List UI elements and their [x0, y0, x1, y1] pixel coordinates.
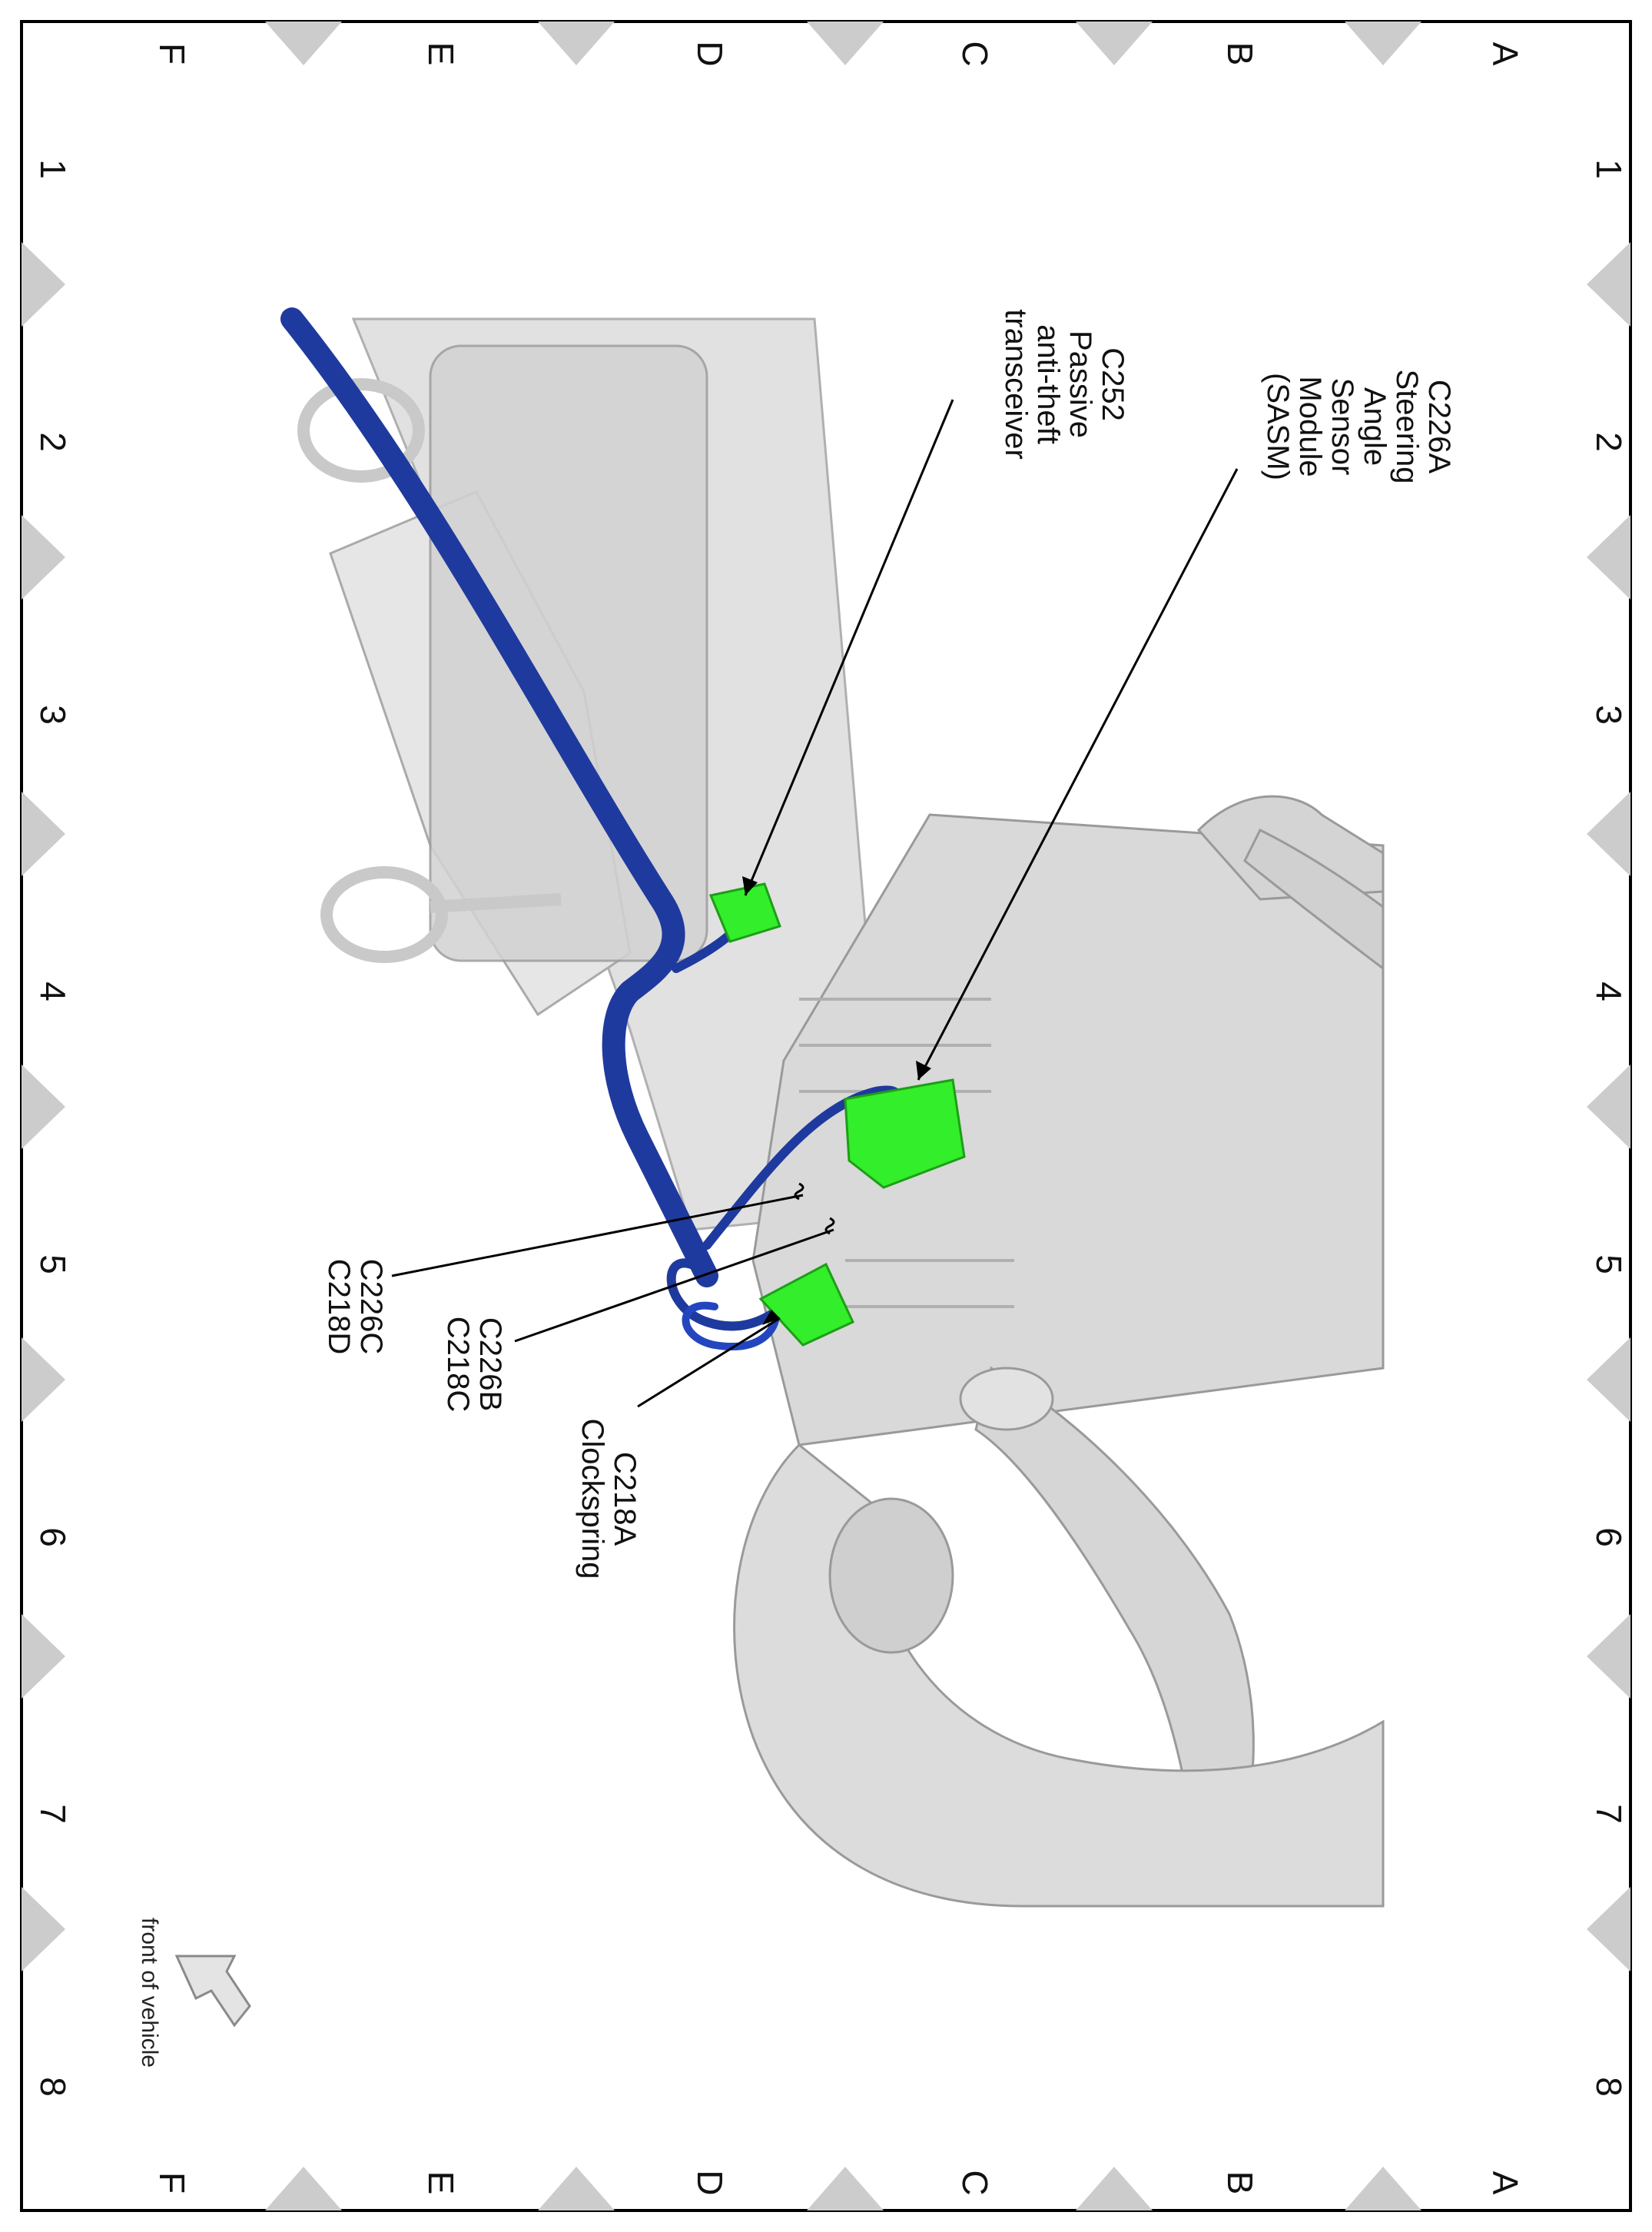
release-lever-ring — [320, 866, 448, 963]
zone-number: 6 — [33, 1527, 73, 1547]
zone-letter: D — [690, 41, 730, 66]
zone-letter: B — [1220, 2171, 1260, 2195]
steering-wheel-hub — [828, 1497, 954, 1654]
connector-c226a — [844, 1078, 966, 1189]
callout-line: anti-theft — [1031, 324, 1065, 444]
callout-c226a: C226A Steering Angle Sensor Module (SASM… — [1261, 370, 1456, 484]
callout-line: transceiver — [999, 309, 1033, 460]
callout-c218a: C218A Clockspring — [576, 1419, 642, 1579]
callout-c226b: C226B C218C — [441, 1317, 507, 1413]
zone-letter: B — [1220, 42, 1260, 66]
tilt-lever-ring — [297, 378, 425, 483]
connector-c218a — [758, 1262, 854, 1347]
zone-number: 7 — [33, 1804, 73, 1824]
callout-line: C226B — [473, 1317, 507, 1411]
zone-number: 8 — [1589, 2077, 1629, 2097]
callout-line: Steering — [1390, 370, 1424, 484]
zone-number: 3 — [33, 705, 73, 725]
zone-letter: E — [421, 2171, 461, 2195]
zone-number: 5 — [1589, 1254, 1629, 1274]
callout-line: Angle — [1358, 387, 1392, 466]
stalk-pivot — [959, 1367, 1054, 1431]
zone-number: 4 — [1589, 981, 1629, 1001]
harness-loop-clockspring — [682, 1301, 780, 1350]
top-zone-letters: A B C D E F — [152, 41, 1525, 66]
callout-line: C218C — [441, 1317, 475, 1413]
leader-lines — [391, 399, 1239, 1408]
zone-number: 1 — [33, 159, 73, 179]
zone-number: 8 — [33, 2077, 73, 2097]
zone-letter: A — [1485, 2171, 1525, 2195]
callout-c226c: C226C C218D — [322, 1259, 388, 1355]
leader-c218a — [637, 1317, 781, 1408]
break-mark-c226b — [824, 1217, 835, 1235]
steering-column-illustration — [280, 307, 1385, 1908]
left-zone-numbers: 1 2 3 4 5 6 7 8 — [33, 159, 73, 2097]
zone-number: 4 — [33, 981, 73, 1001]
leader-c252 — [744, 399, 954, 896]
callout-line: (SASM) — [1261, 373, 1295, 480]
arrowhead-c252 — [742, 876, 758, 895]
zone-number: 2 — [33, 432, 73, 452]
zone-letter: E — [421, 42, 461, 66]
zone-letter: F — [152, 43, 192, 65]
main-wiring-harness — [280, 307, 718, 1287]
zone-letter: D — [690, 2170, 730, 2195]
front-of-vehicle-label: front of vehicle — [137, 1918, 162, 2068]
zone-number: 5 — [33, 1254, 73, 1274]
zone-number: 2 — [1589, 432, 1629, 452]
callout-line: Clockspring — [576, 1419, 609, 1579]
callout-line: C218A — [608, 1452, 642, 1546]
callout-line: C226C — [354, 1259, 388, 1355]
zone-letter: C — [955, 41, 995, 66]
leader-c226b — [514, 1228, 834, 1343]
callout-line: Sensor — [1325, 378, 1359, 476]
leader-c226a — [917, 468, 1239, 1081]
zone-letter: F — [152, 2172, 192, 2194]
frame-markers — [22, 22, 1630, 2210]
arrowhead-c218a — [762, 1310, 780, 1325]
callout-line: C218D — [322, 1259, 356, 1355]
zone-number: 3 — [1589, 705, 1629, 725]
zone-letter: A — [1485, 42, 1525, 66]
callout-line: C226A — [1422, 380, 1456, 474]
zone-number: 6 — [1589, 1527, 1629, 1547]
release-lever-arm — [430, 893, 562, 913]
orientation-indicator: front of vehicle — [137, 1918, 251, 2068]
steering-wheel-rim-upper — [1243, 828, 1385, 972]
arrowhead-c226a — [916, 1061, 931, 1080]
bottom-zone-letters: A B C D E F — [152, 2170, 1525, 2195]
callout-c252: C252 Passive anti-theft transceiver — [999, 309, 1130, 460]
steering-wheel — [733, 1443, 1385, 1908]
zone-letter: C — [955, 2170, 995, 2195]
right-zone-numbers: 1 2 3 4 5 6 7 8 — [1589, 159, 1629, 2097]
break-mark-c226c — [794, 1182, 804, 1201]
zone-number: 7 — [1589, 1804, 1629, 1824]
leader-c226c — [391, 1194, 804, 1277]
column-tube — [429, 344, 708, 962]
callout-line: C252 — [1096, 347, 1130, 421]
zone-number: 1 — [1589, 159, 1629, 179]
arrow-icon — [174, 1955, 251, 2028]
callout-line: Module — [1293, 376, 1327, 477]
callout-line: Passive — [1063, 330, 1097, 438]
